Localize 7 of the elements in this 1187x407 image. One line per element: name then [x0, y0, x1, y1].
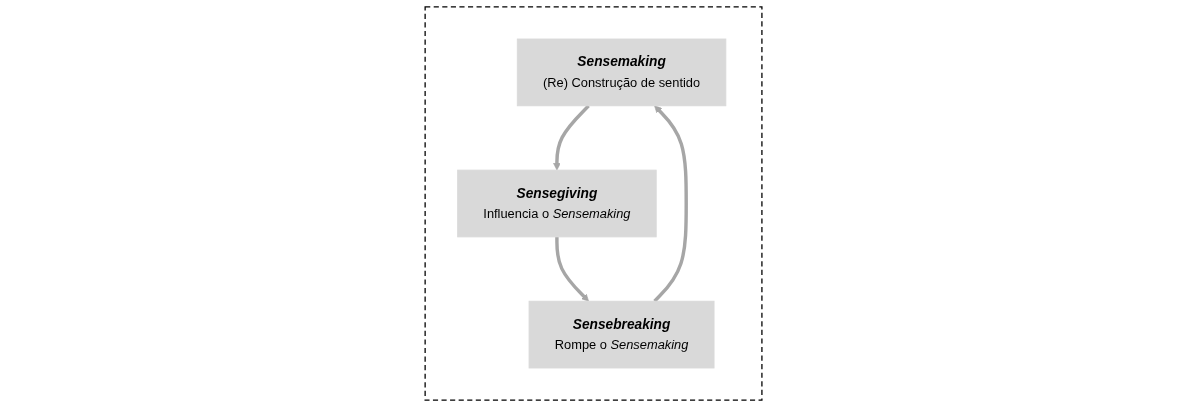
node-box: Sensebreaking Rompe o Sensemaking	[528, 300, 715, 369]
node-box: Sensegiving Influencia o Sensemaking	[457, 169, 657, 238]
arrow	[555, 236, 589, 302]
node-box: Sensemaking (Re) Construção de sentido	[516, 38, 727, 107]
arrow	[653, 105, 688, 303]
cluster	[424, 6, 763, 401]
arrow	[553, 104, 590, 171]
